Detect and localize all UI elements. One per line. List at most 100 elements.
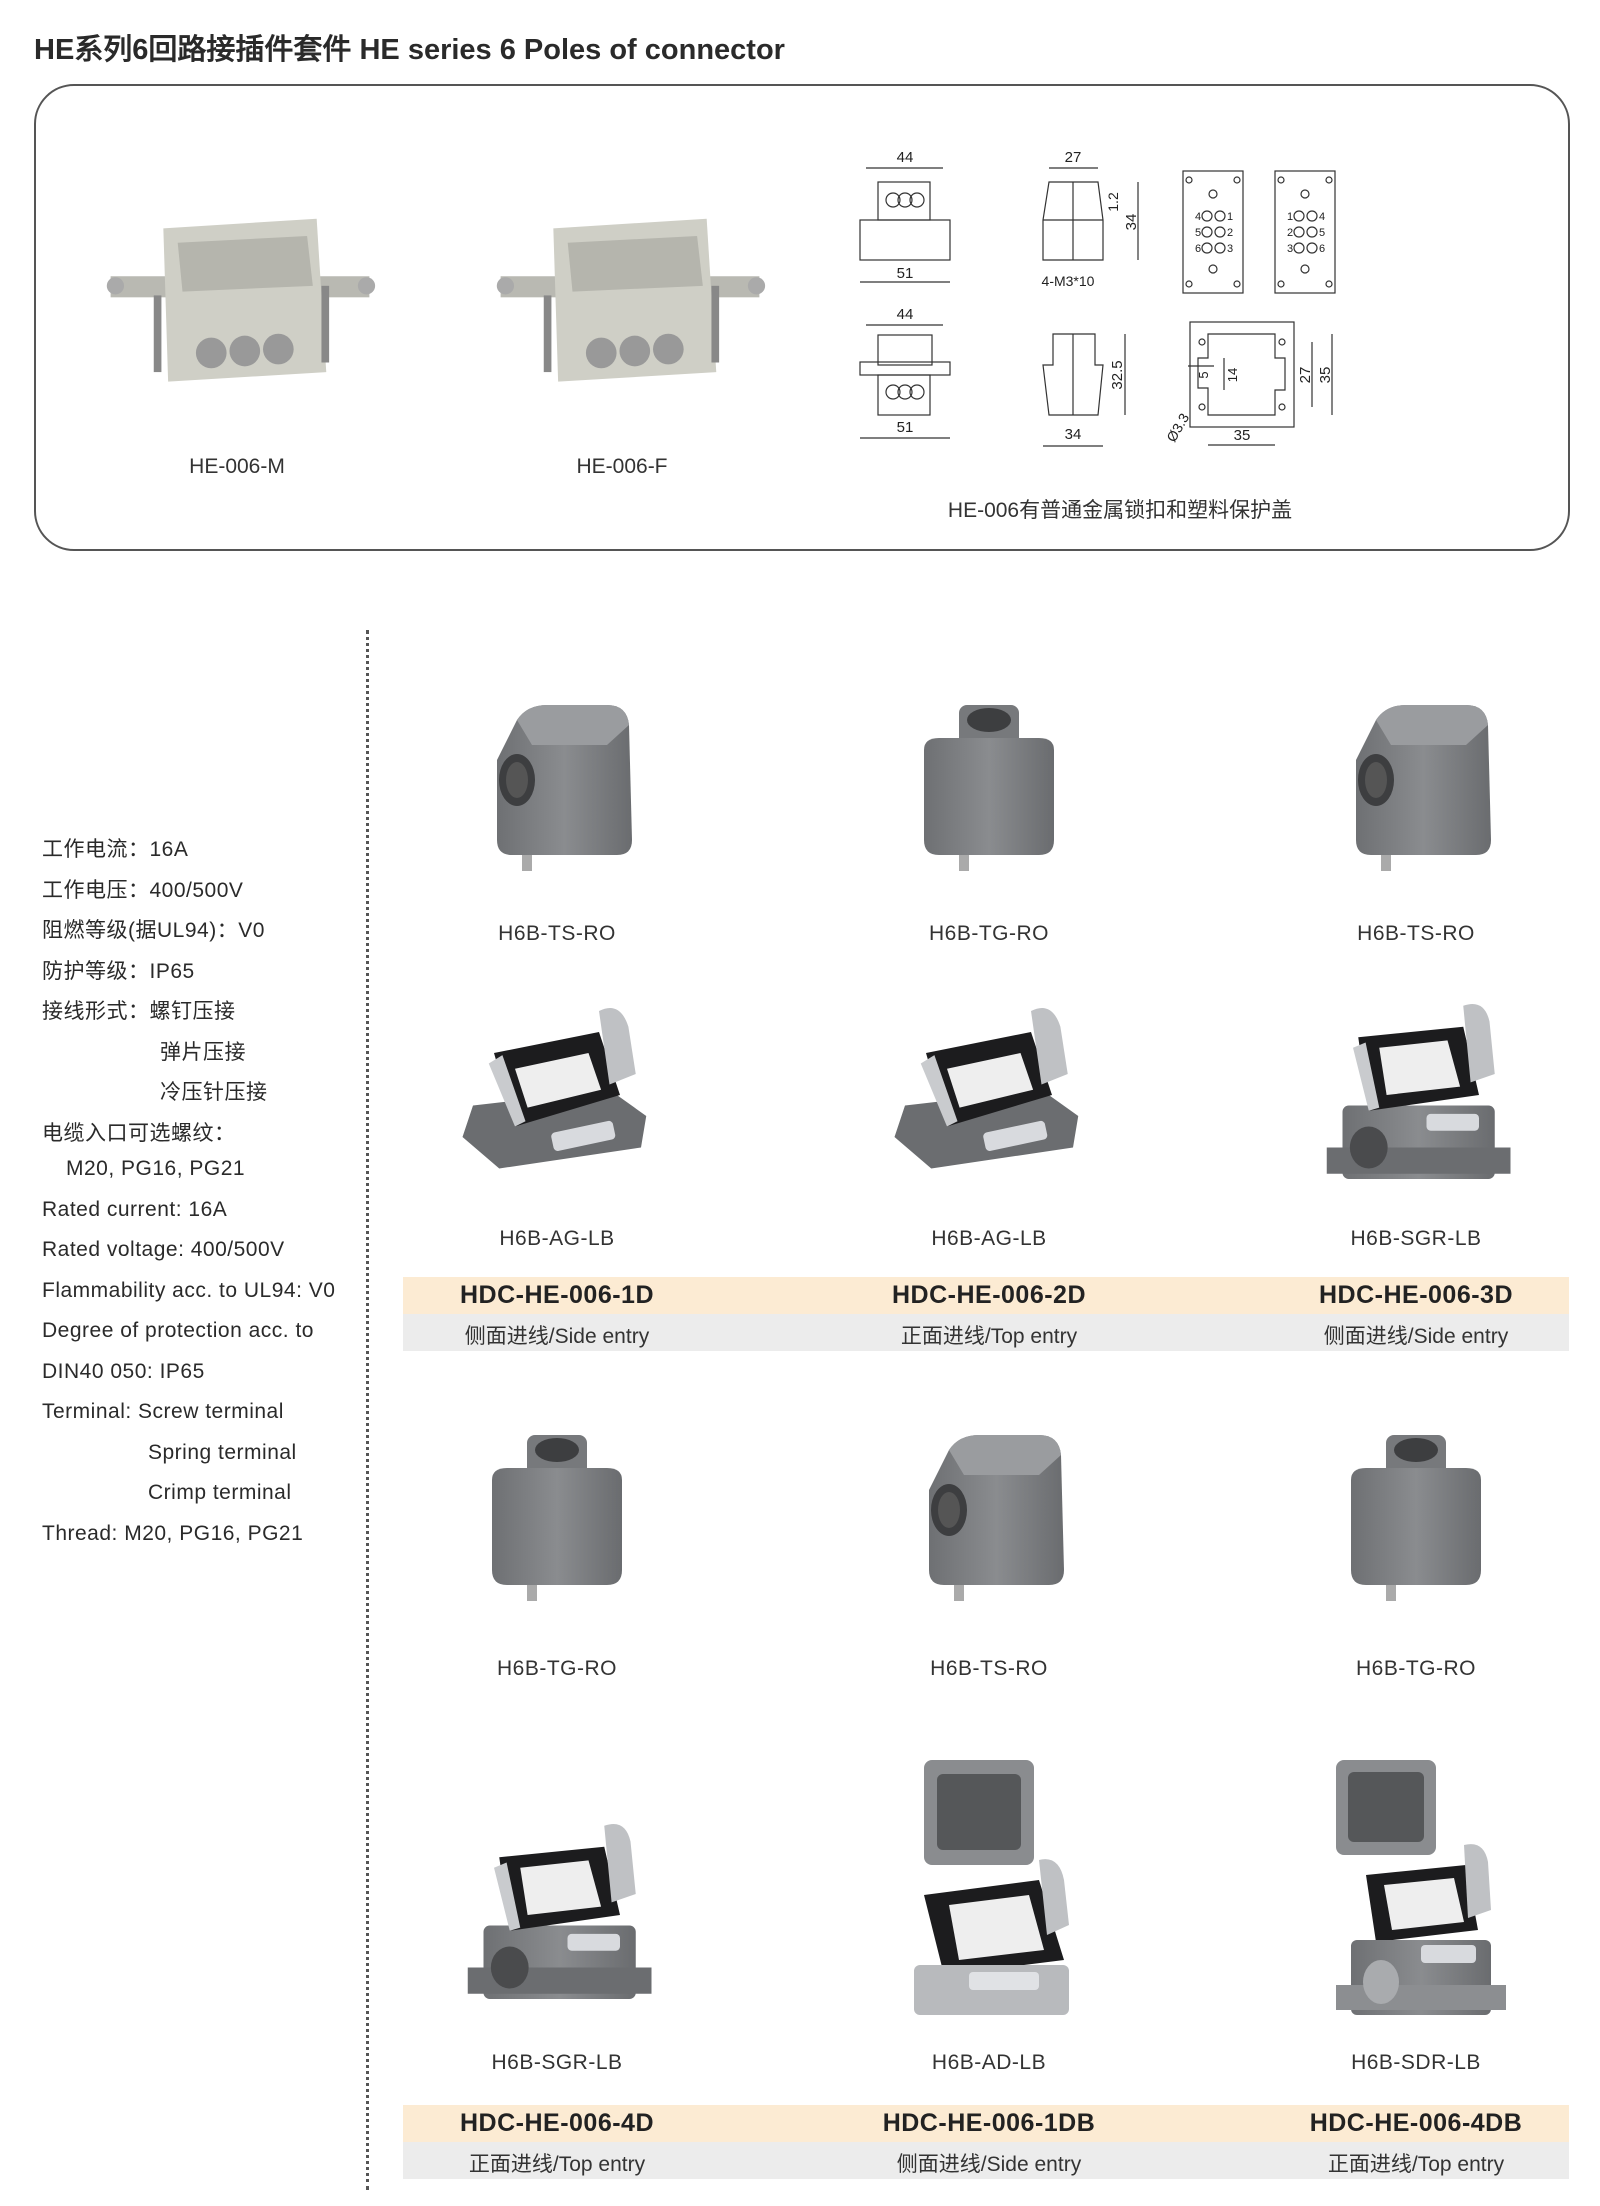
side-view-a: 27 1.2 34 4-M3*10 [1042, 149, 1140, 289]
spec-line: 防护等级：IP65 [42, 960, 195, 983]
kit-entry-band [403, 1314, 1569, 1351]
product-label: H6B-SGR-LB [491, 2051, 623, 2074]
pin-number: 4 [1195, 211, 1201, 223]
kit-code: HDC-HE-006-4D [459, 2109, 655, 2137]
page-title: HE系列6回路接插件套件 HE series 6 Poles of connec… [34, 34, 785, 66]
kit-code: HDC-HE-006-1DB [882, 2109, 1096, 2137]
pin-number: 5 [1195, 227, 1201, 239]
kit-entry: 侧面进线/Side entry [896, 2153, 1082, 2176]
product-label: H6B-AG-LB [931, 1227, 1047, 1250]
side-view-b: 32.5 34 [1042, 333, 1126, 447]
he-006-f-image [496, 218, 766, 382]
kit-entry: 侧面进线/Side entry [1323, 1325, 1509, 1348]
spec-line: Terminal: Screw terminal [42, 1400, 284, 1423]
housing-image [874, 990, 1104, 1200]
dim-32-5: 32.5 [1109, 360, 1126, 389]
hood-top-entry-image [889, 690, 1089, 890]
pin-number: 4 [1319, 211, 1325, 223]
insert-label-m: HE-006-M [189, 455, 285, 478]
pin-number: 6 [1195, 243, 1201, 255]
spec-line: 电缆入口可选螺纹： [42, 1122, 236, 1145]
panel-cutout: 27 35 35 5 14 Ø3.3 [1163, 321, 1334, 446]
product-label: H6B-TG-RO [929, 922, 1049, 945]
spec-line: Thread: M20, PG16, PG21 [42, 1522, 304, 1545]
product-label: H6B-TS-RO [498, 922, 616, 945]
product-label: H6B-TG-RO [1356, 1657, 1476, 1680]
spec-line: 冷压针压接 [160, 1081, 268, 1104]
spec-line: 接线形式：螺钉压接 [42, 1000, 236, 1023]
drawing-caption: HE-006有普通金属锁扣和塑料保护盖 [947, 499, 1293, 522]
dim-51-b: 51 [897, 419, 914, 436]
dim-5: 5 [1196, 371, 1211, 378]
pin-number: 2 [1287, 227, 1293, 239]
kit-code: HDC-HE-006-4DB [1309, 2109, 1523, 2137]
double-lock-housing-image [889, 1750, 1089, 2030]
pin-layout-female: 1 4 2 5 3 6 [1274, 170, 1336, 294]
pin-layout-male: 4 1 5 2 6 3 [1182, 170, 1244, 294]
pin-number: 3 [1287, 243, 1293, 255]
kit-entry: 正面进线/Top entry [900, 1325, 1078, 1348]
kit-code-band [403, 2105, 1569, 2142]
spec-line: 工作电流：16A [42, 838, 189, 861]
dim-44-b: 44 [897, 306, 914, 323]
front-view-male: 44 51 [859, 149, 951, 283]
dim-27: 27 [1065, 149, 1082, 166]
pin-number: 1 [1287, 211, 1293, 223]
pin-number: 5 [1319, 227, 1325, 239]
product-label: H6B-SDR-LB [1351, 2051, 1481, 2074]
pin-number: 3 [1227, 243, 1233, 255]
insert-label-f: HE-006-F [576, 455, 668, 478]
kit-code-band [403, 1277, 1569, 1314]
spec-line: Degree of protection acc. to [42, 1319, 314, 1342]
housing-side-image [452, 1810, 662, 2020]
technical-drawings: 44 51 44 51 27 1.2 34 4-M3*10 32.5 34 4 … [859, 149, 1336, 447]
product-label: H6B-TS-RO [1357, 922, 1475, 945]
hood-side-entry-image [1316, 690, 1516, 890]
spec-line: Crimp terminal [148, 1481, 292, 1504]
dim-1-2: 1.2 [1105, 192, 1121, 212]
spec-line: Flammability acc. to UL94: V0 [42, 1279, 336, 1302]
pin-number: 2 [1227, 227, 1233, 239]
spec-line: Rated current: 16A [42, 1198, 228, 1221]
spec-line: Spring terminal [148, 1441, 297, 1464]
spec-line: DIN40 050: IP65 [42, 1360, 205, 1383]
hood-side-entry-image [457, 690, 657, 890]
spec-line: 阻燃等级(据UL94)：V0 [42, 919, 265, 942]
kit-code: HDC-HE-006-3D [1318, 1281, 1514, 1309]
dim-screw: 4-M3*10 [1042, 273, 1095, 289]
insert-panel [34, 84, 1570, 551]
housing-side-image [1311, 990, 1521, 1200]
double-lock-side-housing-image [1316, 1750, 1516, 2030]
dim-hole-dia: Ø3.3 [1163, 410, 1192, 444]
pin-number: 1 [1227, 211, 1233, 223]
hood-top-entry-image [457, 1420, 657, 1620]
dim-34: 34 [1123, 214, 1140, 231]
dim-51: 51 [897, 265, 914, 282]
product-label: H6B-SGR-LB [1350, 1227, 1482, 1250]
kit-entry: 侧面进线/Side entry [464, 1325, 650, 1348]
divider [366, 630, 369, 2190]
spec-line: Rated voltage: 400/500V [42, 1238, 285, 1261]
spec-line: M20, PG16, PG21 [66, 1157, 246, 1180]
kit-entry-band [403, 2142, 1569, 2179]
dim-35-h: 35 [1234, 427, 1251, 444]
dim-34-b: 34 [1065, 426, 1082, 443]
dim-35-v: 35 [1317, 367, 1334, 384]
spec-line: 弹片压接 [160, 1041, 246, 1064]
product-label: H6B-TS-RO [930, 1657, 1048, 1680]
hood-side-entry-image [889, 1420, 1089, 1620]
kit-code: HDC-HE-006-2D [891, 1281, 1087, 1309]
housing-image [442, 990, 672, 1200]
front-view-female: 44 51 [859, 306, 951, 439]
dim-44: 44 [897, 149, 914, 166]
kit-entry: 正面进线/Top entry [1327, 2153, 1505, 2176]
spec-line: 工作电压：400/500V [42, 879, 244, 902]
dim-14: 14 [1225, 368, 1240, 382]
product-label: H6B-TG-RO [497, 1657, 617, 1680]
dim-27-b: 27 [1297, 367, 1314, 384]
kit-entry: 正面进线/Top entry [468, 2153, 646, 2176]
product-label: H6B-AG-LB [499, 1227, 615, 1250]
he-006-m-image [106, 218, 376, 382]
hood-top-entry-image [1316, 1420, 1516, 1620]
kit-code: HDC-HE-006-1D [459, 1281, 655, 1309]
